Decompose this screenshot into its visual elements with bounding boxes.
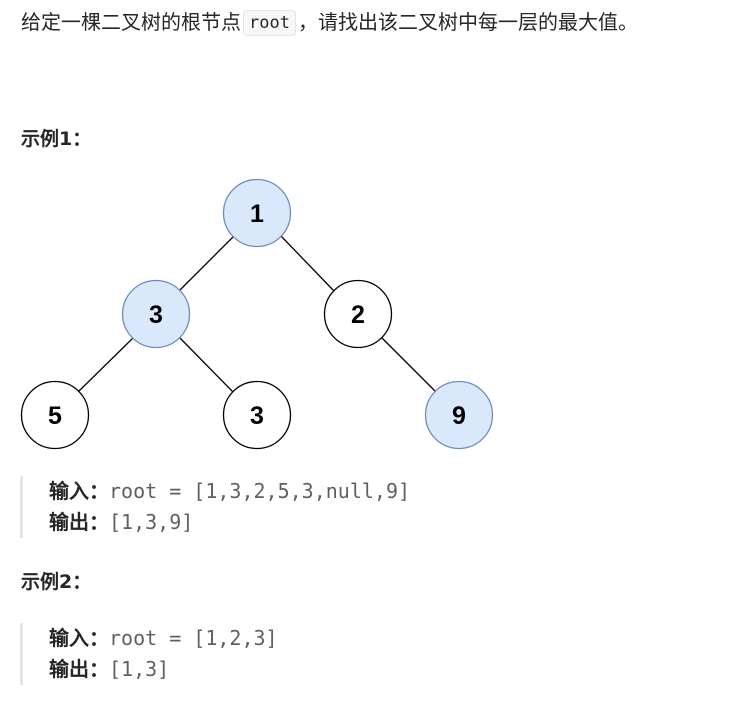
tree-node-circle	[424, 380, 494, 450]
tree-edge-2-9	[381, 337, 437, 393]
example1-input-value: root = [1,3,2,5,3,null,9]	[109, 479, 411, 503]
tree-node-3-right: 3	[222, 380, 292, 450]
tree-node-5: 5	[20, 380, 90, 450]
example2-block: 输入：root = [1,2,3] 输出：[1,3]	[20, 623, 549, 685]
example2-output-label: 输出：	[49, 657, 109, 681]
tree-node-circle	[121, 279, 191, 349]
example1-block: 输入：root = [1,3,2,5,3,null,9] 输出：[1,3,9]	[20, 476, 549, 538]
tree-node-9: 9	[424, 380, 494, 450]
example1-heading: 示例1：	[21, 128, 92, 150]
inline-code-root: root	[243, 10, 296, 36]
tree-edge-1-2	[280, 235, 335, 292]
tree-node-circle	[323, 279, 393, 349]
example1-input-label: 输入：	[49, 479, 109, 503]
tree-node-label: 3	[250, 402, 264, 430]
example2-input-line: 输入：root = [1,2,3]	[49, 623, 549, 654]
example1-output-line: 输出：[1,3,9]	[49, 507, 549, 538]
tree-node-circle	[222, 380, 292, 450]
tree-node-2: 2	[323, 279, 393, 349]
tree-edges	[77, 235, 437, 393]
tree-node-3-left: 3	[121, 279, 191, 349]
example2-heading: 示例2：	[21, 571, 92, 593]
tree-node-label: 1	[250, 200, 264, 228]
example1-output-label: 输出：	[49, 510, 109, 534]
tree-edge-1-3	[178, 235, 235, 292]
example2-input-value: root = [1,2,3]	[109, 626, 278, 650]
tree-node-label: 5	[48, 402, 62, 430]
example2-output-line: 输出：[1,3]	[49, 654, 549, 685]
tree-node-label: 9	[452, 402, 466, 430]
description-text-before: 给定一棵二叉树的根节点	[21, 10, 241, 34]
tree-edge-3-3	[179, 337, 234, 393]
example2-output-value: [1,3]	[109, 657, 170, 681]
tree-node-circle	[20, 380, 90, 450]
description-text-after: ，请找出该二叉树中每一层的最大值。	[297, 10, 638, 34]
tree-node-label: 3	[149, 301, 163, 329]
binary-tree-diagram: 1 3 2 5 3 9	[20, 178, 494, 450]
tree-node-label: 2	[351, 301, 365, 329]
example1-output-value: [1,3,9]	[109, 510, 194, 534]
tree-node-circle	[222, 178, 292, 248]
tree-edge-3-5	[77, 337, 134, 393]
tree-node-1: 1	[222, 178, 292, 248]
example1-input-line: 输入：root = [1,3,2,5,3,null,9]	[49, 476, 549, 507]
example2-input-label: 输入：	[49, 626, 109, 650]
